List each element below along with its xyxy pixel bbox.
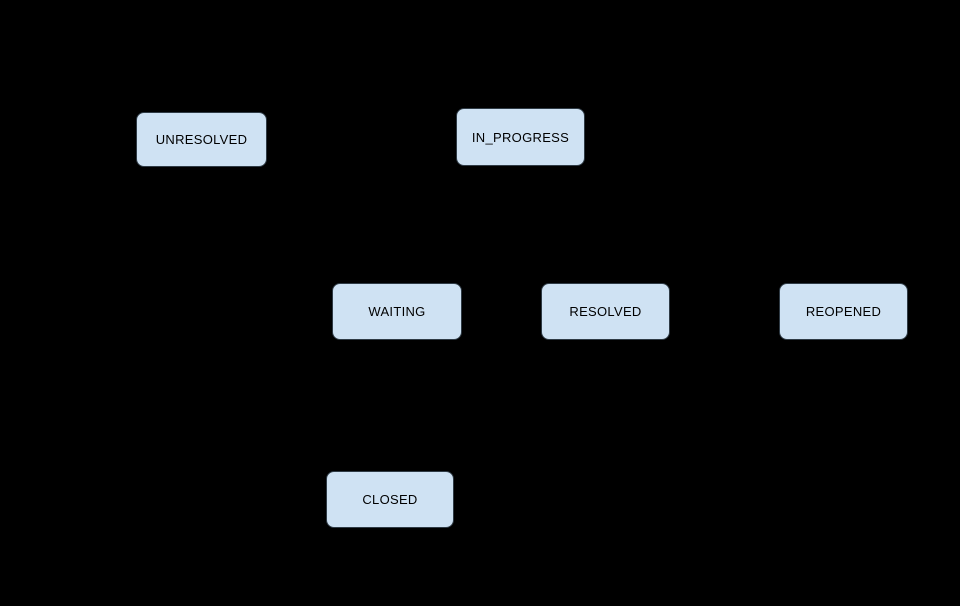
state-node-waiting: WAITING: [332, 283, 462, 340]
state-node-closed: CLOSED: [326, 471, 454, 528]
state-node-in-progress: IN_PROGRESS: [456, 108, 585, 166]
state-node-resolved: RESOLVED: [541, 283, 670, 340]
state-label-resolved: RESOLVED: [569, 304, 642, 319]
state-label-waiting: WAITING: [368, 304, 426, 319]
state-node-unresolved: UNRESOLVED: [136, 112, 267, 167]
state-label-unresolved: UNRESOLVED: [155, 132, 248, 147]
state-label-reopened: REOPENED: [805, 304, 882, 319]
state-node-reopened: REOPENED: [779, 283, 908, 340]
state-label-closed: CLOSED: [362, 492, 418, 507]
state-label-in-progress: IN_PROGRESS: [471, 129, 570, 145]
